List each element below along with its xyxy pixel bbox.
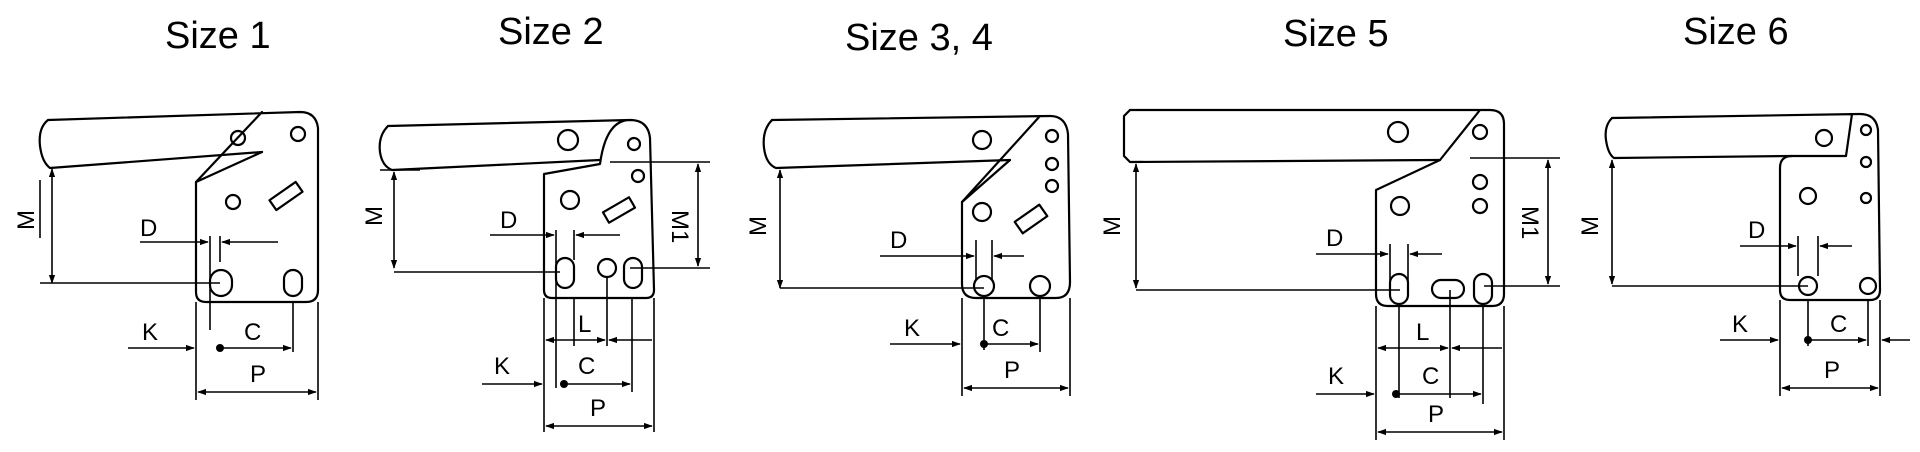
size-5-dim-p: P (1428, 401, 1444, 428)
size-3-4-dim-c: C (992, 315, 1009, 342)
size-2-title: Size 2 (498, 11, 604, 53)
size-1-dim-k: K (142, 319, 158, 346)
size-2-dim-m1: M1 (666, 210, 693, 243)
size-5-clamp-drawing (1122, 108, 1506, 308)
size-3-4-dim-k: K (904, 315, 920, 342)
size-2-dim-p: P (590, 395, 606, 422)
size-2-dim-k: K (494, 353, 510, 380)
size-3-4-dim-m: M (745, 216, 772, 236)
size-5-diagram: Size 5 M M1 D (1099, 13, 1560, 440)
size-1-dimensions: M D K C P (13, 168, 319, 400)
size-1-dim-p: P (250, 361, 266, 388)
size-3-4-dim-d: D (890, 227, 907, 254)
size-6-dim-k: K (1732, 311, 1748, 338)
size-5-title: Size 5 (1283, 13, 1389, 55)
size-6-dim-p: P (1824, 357, 1840, 384)
size-5-dim-k: K (1328, 363, 1344, 390)
size-1-title: Size 1 (165, 15, 271, 57)
size-6-clamp-drawing (1604, 112, 1882, 302)
size-3-4-diagram: Size 3, 4 M D (745, 17, 1072, 396)
size-2-diagram: Size 2 M M1 D (361, 11, 710, 432)
size-6-diagram: Size 6 M D (1577, 11, 1910, 396)
size-1-dim-c: C (244, 319, 261, 346)
size-3-4-clamp-drawing (762, 114, 1072, 300)
size-1-dim-m: M (13, 210, 40, 230)
size-5-dim-m1: M1 (1516, 206, 1543, 239)
size-2-dim-d: D (500, 207, 517, 234)
size-3-4-title: Size 3, 4 (845, 17, 993, 59)
size-6-dimensions: M D K C P (1577, 159, 1910, 396)
size-3-4-dim-p: P (1004, 357, 1020, 384)
size-2-dimensions: M M1 D L K C P (361, 161, 710, 432)
size-2-dim-l: L (578, 311, 591, 338)
size-6-dim-d: D (1748, 217, 1765, 244)
size-5-dim-l: L (1416, 319, 1429, 346)
size-2-clamp-drawing (378, 118, 656, 300)
size-1-diagram: Size 1 M D K (13, 15, 320, 400)
size-3-4-dimensions: M D K C P (745, 169, 1071, 396)
size-5-dimensions: M M1 D L K C P (1099, 157, 1560, 440)
size-1-clamp-drawing (38, 110, 320, 304)
size-6-dim-m: M (1577, 216, 1604, 236)
size-5-dim-m: M (1099, 216, 1126, 236)
size-5-dim-d: D (1326, 225, 1343, 252)
size-2-dim-m: M (361, 206, 388, 226)
size-2-dim-c: C (578, 353, 595, 380)
size-1-dim-d: D (140, 215, 157, 242)
size-5-dim-c: C (1422, 363, 1439, 390)
size-6-title: Size 6 (1683, 11, 1789, 53)
size-6-dim-c: C (1830, 311, 1847, 338)
